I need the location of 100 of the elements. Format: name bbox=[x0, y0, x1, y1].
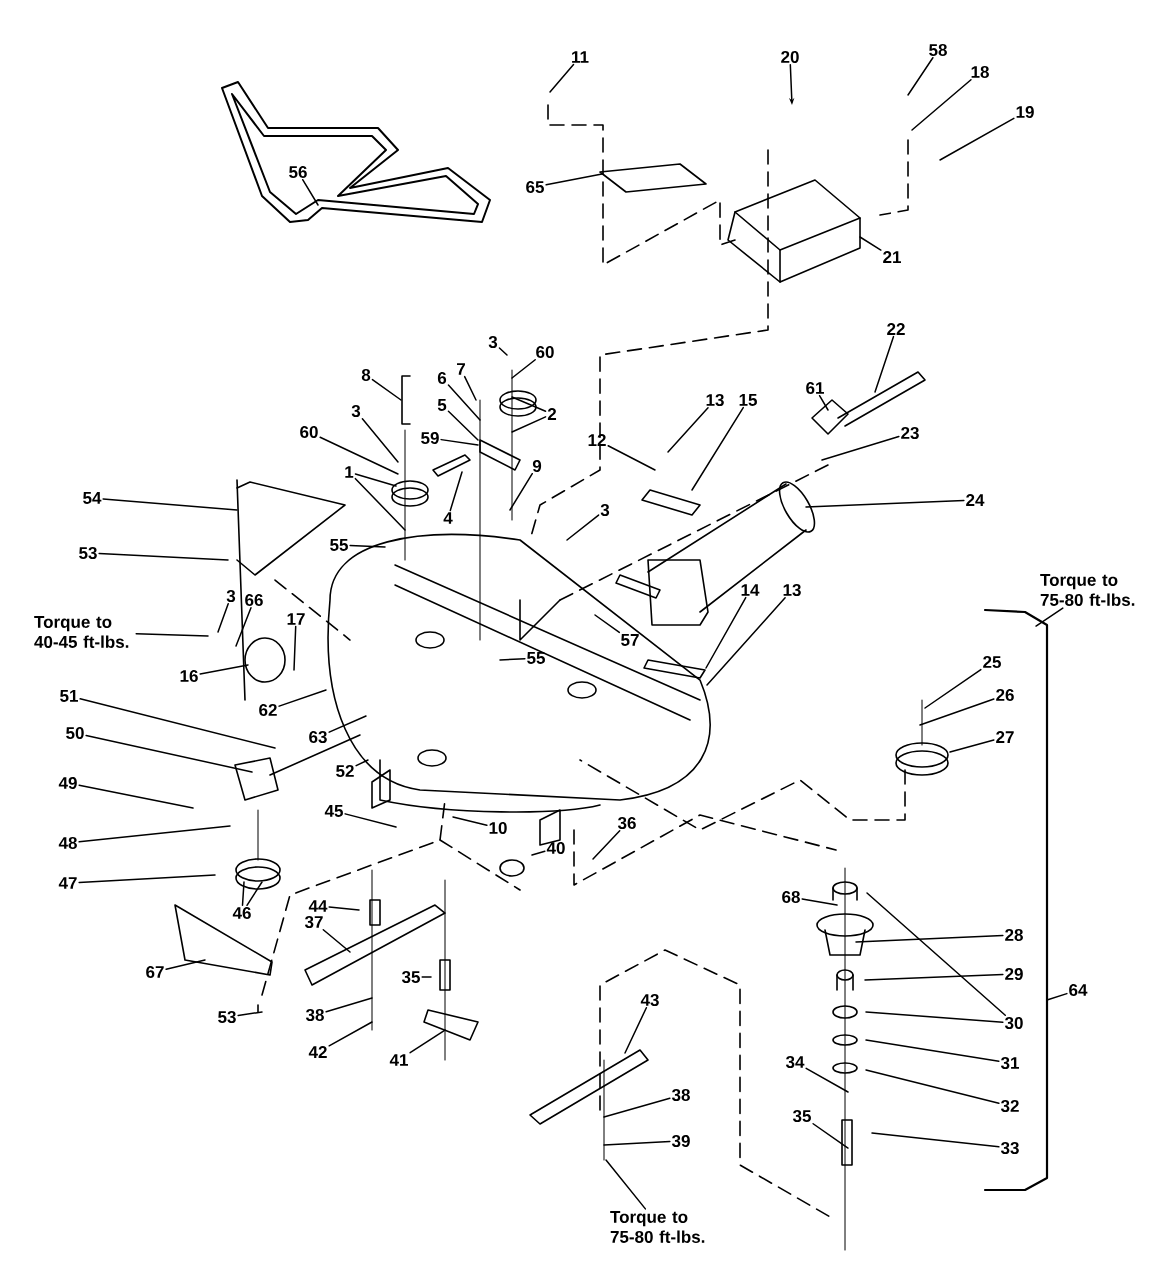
leader-line bbox=[135, 632, 209, 637]
leader-line bbox=[706, 597, 786, 686]
callout-number: 16 bbox=[180, 670, 198, 683]
leader-line bbox=[235, 607, 252, 647]
callout-number: 9 bbox=[532, 460, 542, 473]
leader-line bbox=[545, 173, 603, 186]
leader-line bbox=[199, 664, 249, 675]
callout-number: 19 bbox=[1016, 106, 1034, 119]
leader-line bbox=[511, 396, 547, 412]
leader-line bbox=[531, 850, 546, 856]
callout-number: 33 bbox=[1000, 1142, 1019, 1155]
callout-number: 29 bbox=[1005, 968, 1023, 981]
leader-line bbox=[246, 881, 263, 907]
callout-number: 7 bbox=[457, 363, 465, 375]
leader-line bbox=[667, 407, 709, 453]
leader-line bbox=[566, 514, 600, 541]
callout-number: 42 bbox=[308, 1046, 327, 1058]
callout-number: 57 bbox=[621, 634, 639, 646]
leader-line bbox=[821, 435, 900, 461]
leader-line bbox=[939, 117, 1015, 161]
leader-line bbox=[322, 929, 351, 953]
leader-line bbox=[278, 689, 327, 707]
callout-number: 41 bbox=[389, 1054, 408, 1066]
callout-number: 47 bbox=[58, 877, 77, 889]
leader-line bbox=[859, 236, 882, 251]
callout-number: 64 bbox=[1069, 984, 1088, 997]
leader-line bbox=[1035, 607, 1064, 627]
callout-number: 63 bbox=[309, 730, 327, 744]
leader-line bbox=[805, 499, 965, 508]
leader-line bbox=[293, 625, 297, 671]
callout-number: 6 bbox=[437, 372, 447, 385]
leader-line bbox=[78, 874, 216, 884]
callout-number: 20 bbox=[781, 51, 799, 64]
leader-line bbox=[705, 596, 747, 669]
callout-number: 51 bbox=[60, 690, 78, 702]
callout-number: 1 bbox=[345, 466, 354, 478]
callout-number: 61 bbox=[806, 382, 824, 395]
callout-number: 28 bbox=[1005, 929, 1023, 942]
callout-number: 3 bbox=[226, 589, 236, 603]
callout-number: 25 bbox=[983, 656, 1001, 669]
callout-number: 60 bbox=[300, 426, 318, 439]
leader-line bbox=[511, 358, 536, 379]
callout-number: 46 bbox=[232, 907, 251, 920]
leader-line bbox=[452, 816, 488, 827]
callout-number: 55 bbox=[330, 539, 348, 551]
leader-line bbox=[624, 1007, 648, 1054]
leader-line bbox=[354, 473, 397, 487]
leader-line bbox=[511, 416, 547, 433]
callout-number: 62 bbox=[259, 704, 277, 717]
callout-number: 53 bbox=[218, 1011, 236, 1024]
leader-line bbox=[319, 436, 399, 475]
leader-line bbox=[607, 445, 656, 471]
callout-number: 23 bbox=[901, 426, 919, 440]
leader-line bbox=[499, 657, 526, 661]
callout-number: 66 bbox=[245, 594, 263, 607]
leader-line bbox=[865, 1011, 1004, 1023]
callout-number: 56 bbox=[289, 166, 307, 179]
torque-note: Torque to 75-80 ft-lbs. bbox=[610, 1211, 705, 1243]
leader-line bbox=[594, 614, 621, 634]
leader-line bbox=[102, 498, 238, 511]
callout-number: 68 bbox=[782, 891, 800, 904]
leader-line bbox=[328, 715, 367, 733]
leader-line bbox=[98, 552, 229, 561]
callout-number: 13 bbox=[783, 583, 801, 597]
callout-number: 65 bbox=[526, 181, 544, 194]
callout-number: 35 bbox=[401, 971, 420, 984]
torque-note: Torque to 75-80 ft-lbs. bbox=[1040, 574, 1135, 606]
callout-number: 55 bbox=[527, 652, 545, 664]
leader-line bbox=[907, 56, 934, 96]
leader-line bbox=[447, 410, 479, 441]
leader-line bbox=[864, 973, 1004, 981]
leader-line bbox=[354, 477, 406, 531]
leader-line bbox=[78, 784, 194, 809]
callout-number: 44 bbox=[308, 900, 328, 912]
callout-number: 27 bbox=[996, 731, 1014, 743]
leader-line bbox=[866, 892, 1006, 1017]
leader-line bbox=[241, 881, 245, 907]
leader-line bbox=[865, 1039, 1000, 1062]
callout-number: 32 bbox=[1000, 1100, 1019, 1113]
callout-number: 3 bbox=[600, 503, 610, 517]
leader-line bbox=[440, 438, 479, 446]
leader-line bbox=[447, 384, 481, 421]
leader-line bbox=[237, 1011, 263, 1017]
leader-line bbox=[603, 1097, 671, 1118]
callout-number: 3 bbox=[488, 335, 498, 349]
callout-number: 37 bbox=[304, 916, 323, 929]
callout-number: 43 bbox=[640, 994, 659, 1007]
leader-line bbox=[328, 1021, 373, 1047]
leader-line bbox=[855, 934, 1004, 943]
callout-number: 52 bbox=[336, 765, 354, 778]
callout-number: 45 bbox=[324, 805, 343, 817]
callout-number: 14 bbox=[741, 584, 760, 596]
callout-number: 18 bbox=[971, 66, 989, 79]
callout-number: 2 bbox=[547, 408, 557, 420]
callout-number: 49 bbox=[58, 777, 77, 790]
callout-number: 13 bbox=[706, 393, 724, 407]
leader-line bbox=[812, 1123, 849, 1149]
callout-number: 21 bbox=[883, 251, 901, 263]
callout-number: 11 bbox=[572, 51, 589, 63]
leader-line bbox=[421, 976, 432, 978]
